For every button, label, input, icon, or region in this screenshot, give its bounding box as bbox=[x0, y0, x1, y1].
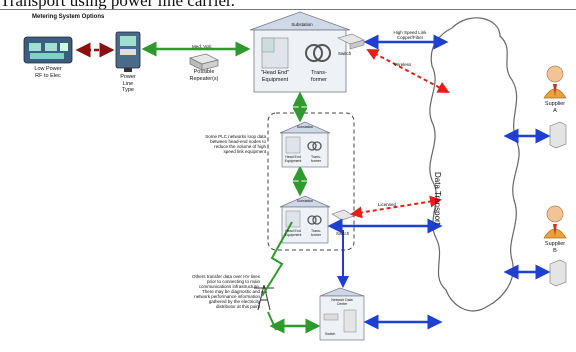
figure-caption: Transport using power line carrier. bbox=[0, 0, 235, 10]
wireless-label: Wireless bbox=[394, 62, 412, 67]
data-transport-cloud bbox=[429, 17, 520, 312]
supplier-a-person-icon bbox=[543, 65, 567, 99]
small-head-end-1-label: Head End Equipment bbox=[284, 155, 302, 163]
repeater-icon bbox=[188, 53, 220, 71]
network-data-center bbox=[319, 287, 365, 341]
wireless-link-arrow-2 bbox=[350, 195, 442, 219]
network-data-center-label: Network Data Center bbox=[331, 298, 353, 306]
supplier-a-server-icon bbox=[549, 121, 567, 149]
hv-green-link bbox=[261, 221, 293, 297]
hv-note: Others transfer data over HV lines prior… bbox=[191, 274, 260, 309]
switch-label-2: Switch bbox=[336, 231, 350, 236]
data-transport-label: Data Transport bbox=[433, 172, 442, 225]
diagram-title: Metering System Options bbox=[32, 14, 105, 20]
plc-link-label: Med. Volt. bbox=[192, 44, 213, 49]
rf-meter-icon bbox=[23, 36, 73, 64]
supplier-a-label: Supplier A bbox=[544, 101, 566, 114]
supplier-b-label: Supplier B bbox=[544, 241, 566, 254]
switch-label-3: Switch bbox=[325, 332, 336, 336]
hv-tower-icon bbox=[254, 284, 274, 311]
small-substation-2-label: Substation bbox=[296, 199, 314, 203]
plc-meter-icon bbox=[115, 31, 141, 72]
repeater-label: Possible Repeater(s) bbox=[189, 69, 219, 82]
plc-loop-box bbox=[267, 112, 355, 251]
switch-label: Switch bbox=[338, 51, 352, 56]
hv-tower-lower-link bbox=[267, 311, 277, 331]
head-end-label: "Head End" Equipment bbox=[260, 70, 290, 83]
small-transformer-2-label: Trans- former bbox=[310, 229, 322, 237]
small-substation-1-label: Substation bbox=[296, 125, 314, 129]
transformer-label: Trans- former bbox=[311, 70, 327, 83]
caption-divider bbox=[0, 9, 576, 10]
small-substation-1 bbox=[279, 121, 331, 168]
supplier-b-person-icon bbox=[543, 205, 567, 239]
substation-label: Substation bbox=[291, 22, 313, 27]
plc-loop-note: Some PLC networks loop data between head… bbox=[205, 134, 266, 154]
substation-building bbox=[249, 11, 351, 93]
high-speed-label: High Speed Link Copper/Fiber bbox=[393, 30, 427, 40]
small-head-end-2-label: Head End Equipment bbox=[284, 229, 302, 237]
meter-label: Low Power RF to Elec bbox=[34, 66, 62, 79]
wireless-link-arrow-1 bbox=[366, 49, 450, 93]
supplier-b-server-icon bbox=[549, 259, 567, 287]
lower-link-label: Licensed bbox=[378, 202, 397, 207]
plc-meter-label: Power Line Type bbox=[120, 74, 136, 93]
small-transformer-1-label: Trans- former bbox=[310, 155, 322, 163]
